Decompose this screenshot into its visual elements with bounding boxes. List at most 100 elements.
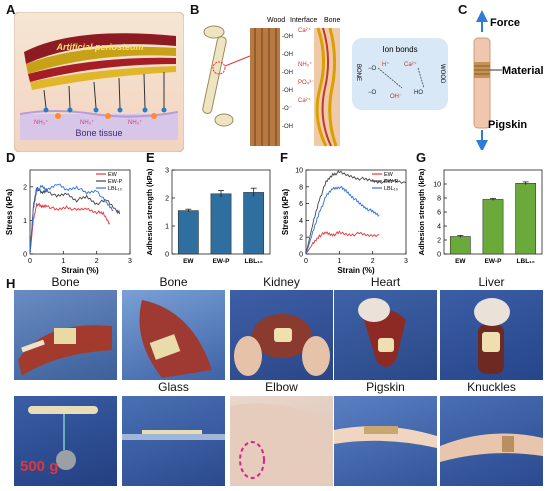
svg-text:−O: −O [368, 66, 377, 72]
panel-label-e: E [146, 150, 155, 165]
bone-letters: BONE [355, 64, 361, 81]
photo-label-liver: Liver [478, 275, 505, 289]
col-header-interface: Interface [290, 17, 317, 24]
panel-label-a: A [6, 2, 16, 17]
plot-frame [305, 169, 407, 255]
x-tick-label: 1 [337, 258, 341, 265]
y-tick-label: 8 [437, 196, 441, 203]
panel-b-interface-schematic: Wood Interface Bone -OH-OH-OH -OH-O⁻-OH … [202, 17, 448, 147]
svg-text:NH₃⁺: NH₃⁺ [298, 61, 312, 68]
panel-label-b: B [190, 2, 200, 17]
photo-glass [122, 396, 225, 486]
y-tick-label: 0 [299, 252, 303, 259]
y-tick-label: 3 [165, 168, 169, 175]
y-axis-label: Stress (kPa) [5, 189, 14, 236]
svg-text:Ca²⁺: Ca²⁺ [298, 27, 311, 34]
legend-label: EW [384, 172, 394, 178]
y-axis-label: Adhesion strength (kPa) [417, 168, 426, 255]
panel-label-d: D [6, 150, 16, 165]
bar-0 [177, 210, 199, 255]
panel-label-c: C [458, 2, 468, 17]
photo-bone-2 [122, 290, 225, 380]
photo-weight-hanging: 500 g [14, 396, 117, 486]
periosteum-text: Artificial periosteum [55, 42, 143, 52]
photo-label-bone-1: Bone [51, 275, 80, 289]
y-tick-label: 1 [165, 224, 169, 231]
svg-text:NH₃⁺: NH₃⁺ [80, 119, 94, 126]
plot-frame [29, 169, 131, 255]
photo-label-bone-2: Bone [159, 275, 188, 289]
legend-label: EW [108, 172, 118, 178]
x-axis-label: Strain (%) [337, 266, 375, 275]
photo-label-heart: Heart [370, 275, 401, 289]
bar-1 [210, 193, 232, 255]
x-tick-label: 2 [95, 258, 99, 265]
weight-label: 500 g [20, 458, 59, 475]
svg-text:Ca²⁺: Ca²⁺ [404, 61, 417, 68]
x-category-label: LBL₁₀ [245, 258, 263, 265]
x-axis-label: Strain (%) [61, 266, 99, 275]
y-tick-label: 10 [433, 182, 441, 189]
bone-tissue-text: Bone tissue [75, 128, 122, 138]
photo-kidney [230, 290, 333, 380]
y-tick-label: 10 [295, 168, 303, 175]
col-header-wood: Wood [267, 17, 285, 24]
y-tick-label: 1 [23, 218, 27, 225]
bar-2 [243, 192, 265, 255]
panel-a-periosteum-schematic: NH₃⁺NH₃⁺NH₃⁺ Artificial periosteum Bone … [14, 12, 184, 152]
x-category-label: EW [183, 258, 194, 265]
panel-label-g: G [416, 150, 427, 165]
photo-label-elbow: Elbow [265, 380, 298, 394]
svg-text:-OH: -OH [282, 52, 293, 58]
photo-label-pigskin: Pigskin [366, 380, 405, 394]
x-category-label: EW [455, 258, 466, 265]
panel-label-f: F [280, 150, 288, 165]
series-line-1 [305, 170, 407, 255]
col-header-bone: Bone [324, 17, 340, 24]
photo-knuckles [440, 396, 543, 486]
svg-text:HO: HO [414, 90, 423, 96]
legend-label: EW-P [108, 179, 123, 185]
force-label: Force [490, 17, 520, 29]
svg-text:-O⁻: -O⁻ [282, 106, 292, 112]
legend-label: LBL₁₀ [108, 186, 122, 192]
series-line-0 [29, 202, 110, 255]
x-tick-label: 2 [371, 258, 375, 265]
series-line-2 [29, 183, 114, 255]
svg-text:PO₄³⁻: PO₄³⁻ [298, 80, 314, 86]
legend-label: LBL₁₀ [384, 186, 398, 192]
x-tick-label: 3 [128, 258, 132, 265]
bar-2 [515, 183, 537, 255]
y-tick-label: 0 [23, 252, 27, 259]
svg-text:-OH: -OH [282, 124, 293, 130]
y-tick-label: 2 [23, 184, 27, 191]
svg-text:-OH: -OH [282, 70, 293, 76]
y-tick-label: 4 [299, 218, 303, 225]
svg-text:Ca²⁺: Ca²⁺ [298, 97, 311, 104]
x-category-label: EW-P [485, 258, 503, 265]
bar-1 [482, 199, 504, 255]
photo-label-knuckles: Knuckles [467, 380, 516, 394]
svg-text:H⁺: H⁺ [382, 61, 390, 68]
x-tick-label: 0 [28, 258, 32, 265]
series-line-0 [305, 230, 380, 255]
svg-text:−O: −O [368, 90, 377, 96]
y-tick-label: 8 [299, 184, 303, 191]
y-tick-label: 2 [437, 238, 441, 245]
y-tick-label: 4 [437, 224, 441, 231]
photo-elbow [230, 396, 333, 486]
x-tick-label: 1 [61, 258, 65, 265]
y-tick-label: 6 [437, 210, 441, 217]
x-tick-label: 0 [304, 258, 308, 265]
svg-text:NH₃⁺: NH₃⁺ [128, 119, 142, 126]
photo-pigskin [334, 396, 437, 486]
legend-label: EW-P [384, 179, 399, 185]
photo-bone-1 [14, 290, 117, 380]
photo-label-kidney: Kidney [263, 275, 300, 289]
x-tick-label: 3 [404, 258, 408, 265]
series-line-1 [29, 186, 121, 255]
x-category-label: EW-P [213, 258, 231, 265]
